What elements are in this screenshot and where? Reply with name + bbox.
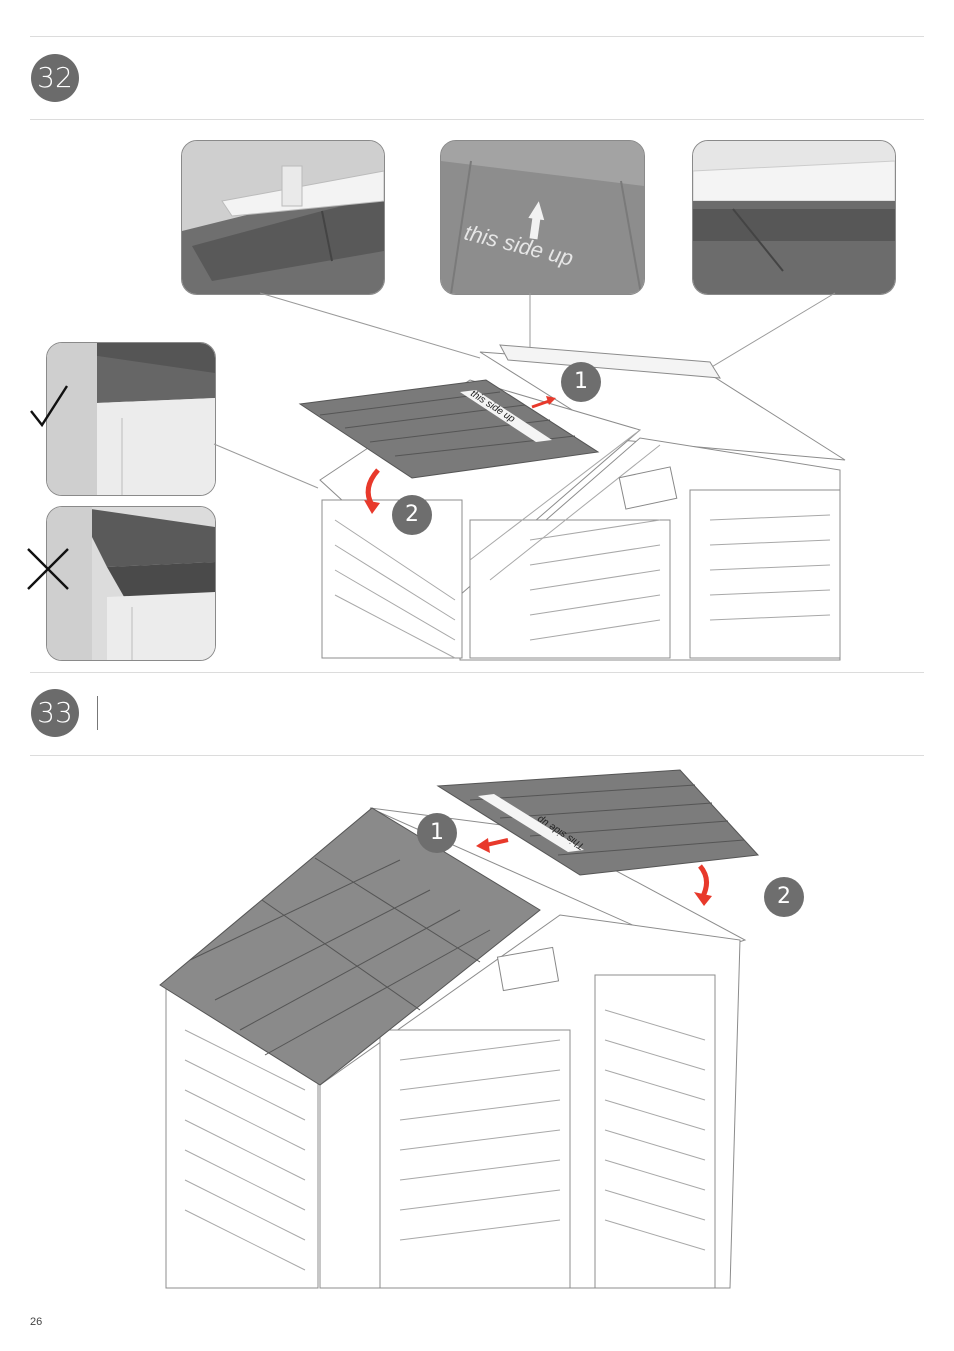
callout-2: 2	[764, 877, 804, 917]
callout-1: 1	[417, 813, 457, 853]
page-number: 26	[30, 1316, 42, 1328]
step33-shed-illustration: This side up	[0, 0, 954, 1300]
